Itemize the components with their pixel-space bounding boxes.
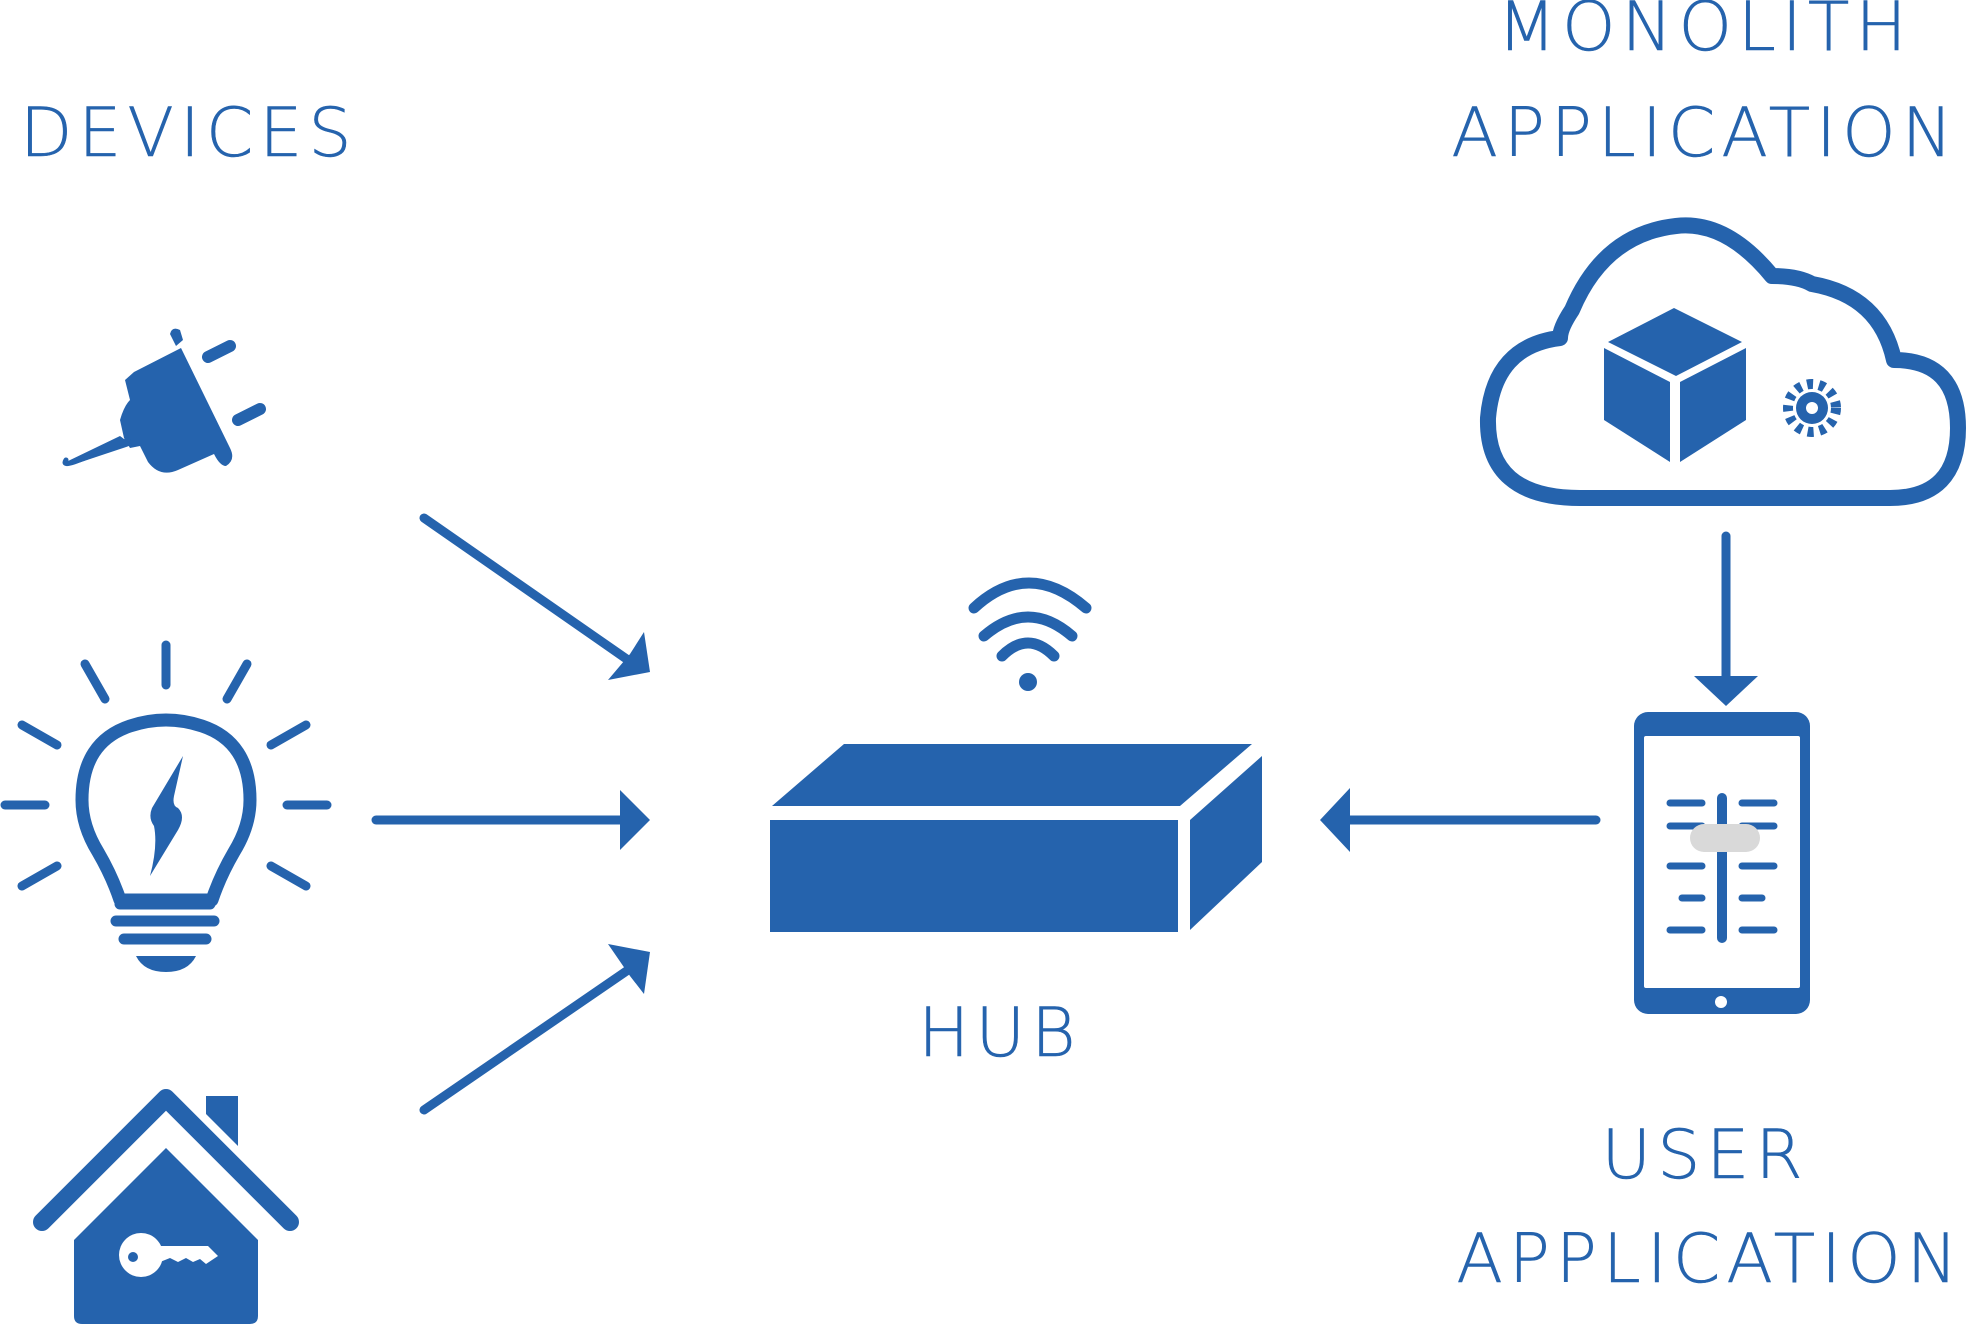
arrow-plug-to-hub: [419, 513, 650, 680]
cube-icon: [1604, 308, 1746, 462]
light-bulb-icon: [0, 640, 332, 945]
slider-icon: [1666, 793, 1778, 943]
arrow-bulb-to-hub: [371, 790, 650, 850]
user-label-line1: USER: [1601, 1116, 1809, 1195]
cloud-icon: [1479, 217, 1966, 506]
monolith-label-line1: MONOLITH: [1497, 0, 1913, 67]
arrow-tablet-to-hub: [1320, 788, 1601, 852]
wifi-icon: [968, 577, 1092, 691]
light-bulb-bolt-icon: [136, 756, 196, 972]
smart-home-icon: [33, 1089, 299, 1324]
devices-label: DEVICES: [20, 94, 358, 173]
gear-icon: [1783, 379, 1841, 437]
arrow-home-to-hub: [419, 944, 650, 1115]
monolith-label-line2: APPLICATION: [1451, 94, 1959, 173]
hub-label: HUB: [918, 994, 1082, 1073]
hub-box-icon: [770, 744, 1262, 932]
arrow-cloud-to-tablet: [1694, 531, 1758, 706]
user-label-line2: APPLICATION: [1456, 1220, 1964, 1299]
plug-icon: [62, 328, 266, 473]
